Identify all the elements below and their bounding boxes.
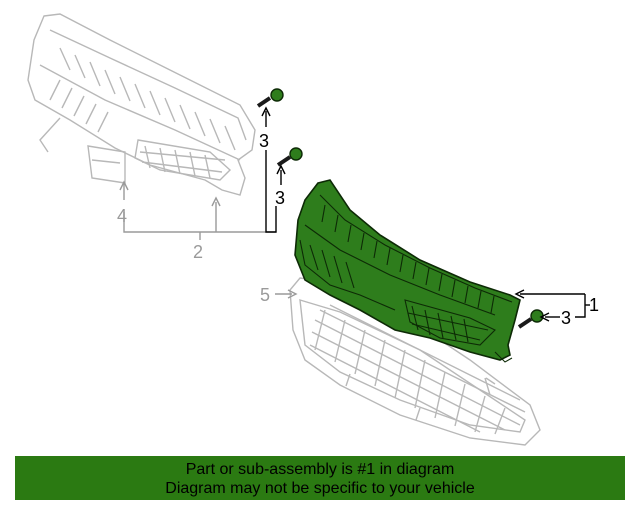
screw-middle <box>276 147 303 167</box>
callout-2: 2 <box>193 242 203 262</box>
banner-line-2: Diagram may not be specific to your vehi… <box>165 480 475 497</box>
screw-right <box>517 309 544 329</box>
grille-exploded-diagram: 3 3 3 1 2 4 5 <box>27 13 599 446</box>
callout-3-right: 3 <box>561 308 571 328</box>
grille-part-1 <box>294 179 521 363</box>
screw-upper <box>256 88 284 108</box>
upper-grille-assembly <box>27 13 256 196</box>
callout-5: 5 <box>260 285 270 305</box>
lower-grille <box>289 277 541 446</box>
leader-lines <box>119 106 590 322</box>
callout-3-middle: 3 <box>275 188 285 208</box>
callout-4: 4 <box>117 206 127 226</box>
banner-line-1: Part or sub-assembly is #1 in diagram <box>185 461 455 478</box>
callout-3-upper: 3 <box>259 131 269 151</box>
callout-1: 1 <box>589 295 599 315</box>
info-banner: Part or sub-assembly is #1 in diagram Di… <box>15 456 625 500</box>
